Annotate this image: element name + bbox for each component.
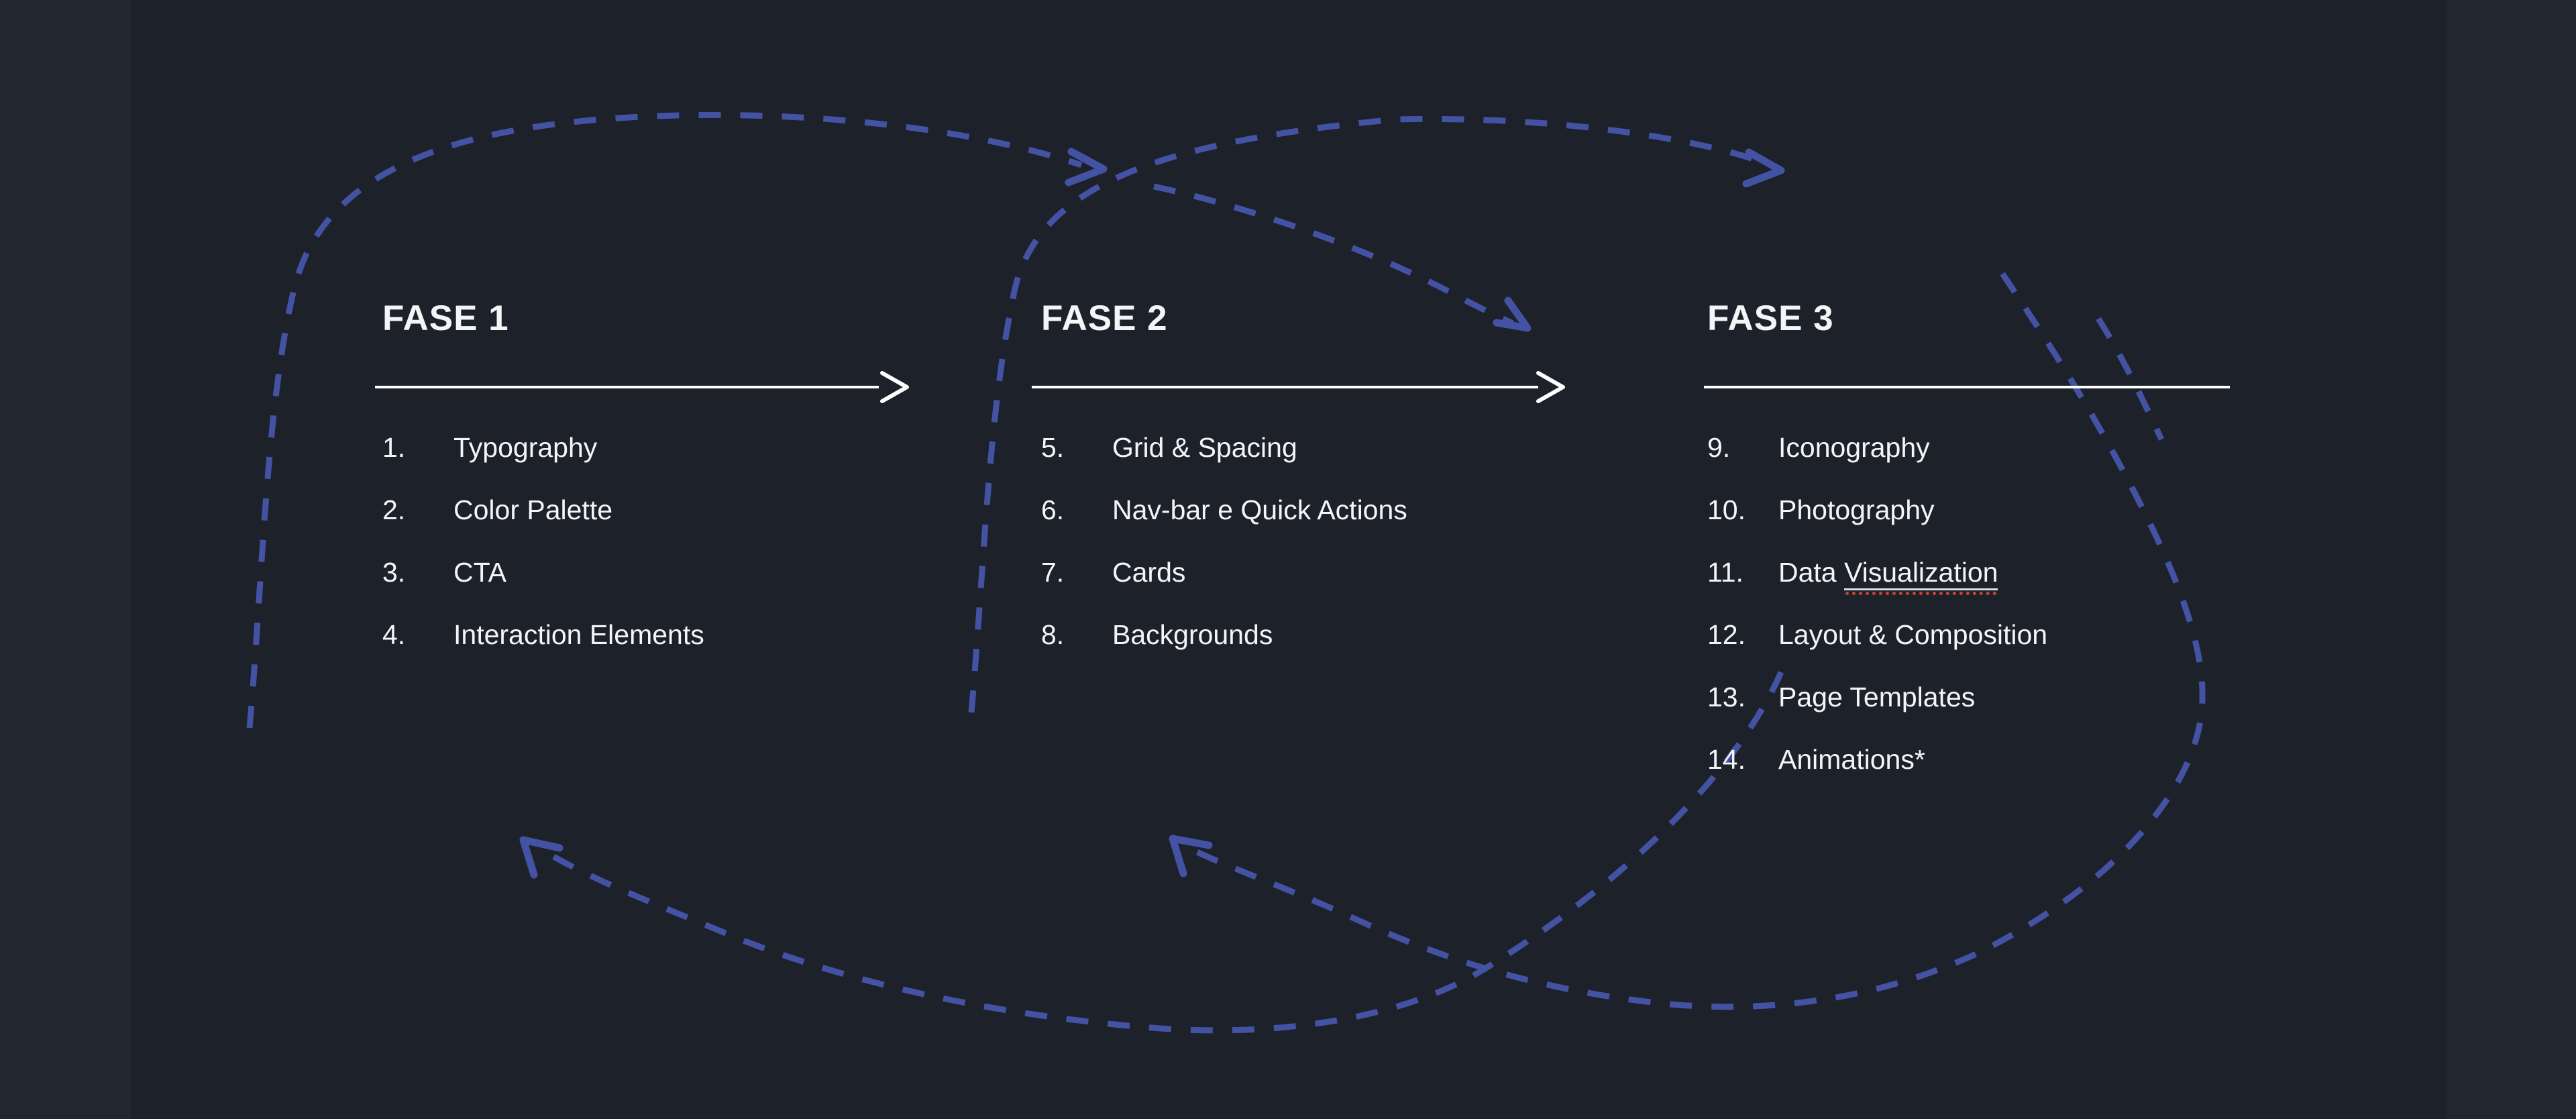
item-number: 14. (1707, 744, 1746, 775)
item-number: 11. (1707, 557, 1743, 588)
phase3-column: FASE 3 9. Iconography 10. Photography 11. Dat… (1707, 299, 2311, 774)
list-item: 14. Animations* (1707, 744, 2047, 775)
cycle2-return-arrowhead-icon (1169, 835, 1213, 877)
list-item: 3. CTA (382, 557, 704, 588)
cycle1-top-arrowhead-icon (1065, 148, 1108, 186)
phase1-list: 1. Typography 2. Color Palette 3. CTA 4. Intera… (382, 433, 704, 683)
list-item: 9. Iconography (1707, 432, 2047, 463)
item-number: 13. (1707, 682, 1746, 712)
item-text: Animations* (1778, 744, 1925, 775)
cycle1-top-arc (246, 111, 1083, 729)
spellcheck-underlined-word: Visualization (1844, 557, 1998, 590)
right-margin-strip (2446, 0, 2576, 1119)
phase2-column: FASE 2 5. Grid & Spacing 6. Nav-bar e Quick… (1041, 299, 1645, 649)
item-number: 8. (1041, 619, 1065, 650)
list-item: 8. Backgrounds (1041, 619, 1407, 650)
phase1-timeline-arrowhead-icon (880, 371, 909, 403)
item-number: 7. (1041, 557, 1065, 588)
item-number: 9. (1707, 432, 1731, 463)
item-text: CTA (453, 557, 506, 588)
item-number: 3. (382, 557, 406, 588)
cycle2-top-arc (968, 115, 1760, 713)
item-text: Typography (453, 432, 598, 463)
item-text: Data Visualization (1778, 557, 1998, 590)
list-item: 1. Typography (382, 432, 704, 463)
list-item: 6. Nav-bar e Quick Actions (1041, 494, 1407, 525)
item-number: 4. (382, 619, 406, 650)
item-number: 1. (382, 432, 406, 463)
cycle1-return-arrowhead-icon (519, 836, 564, 879)
item-number: 2. (382, 494, 406, 525)
item-text: Photography (1778, 494, 1935, 525)
item-text: Nav-bar e Quick Actions (1112, 494, 1407, 525)
cycle1-connector-arc (1153, 183, 1514, 327)
list-item: 13. Page Templates (1707, 682, 2047, 712)
cycle1-connector-arrowhead-icon (1493, 297, 1532, 332)
item-text: Color Palette (453, 494, 613, 525)
cycle1-return-arc (536, 671, 1784, 1034)
list-item: 4. Interaction Elements (382, 619, 704, 650)
phase1-column: FASE 1 1. Typography 2. Color Palette 3. CTA 4… (382, 299, 986, 649)
phase1-title: FASE 1 (382, 299, 509, 338)
phase3-list: 9. Iconography 10. Photography 11. Data Visua… (1707, 433, 2047, 808)
item-text: Interaction Elements (453, 619, 704, 650)
list-item: 10. Photography (1707, 494, 2047, 525)
list-item: 11. Data Visualization (1707, 557, 2047, 590)
item-text: Page Templates (1778, 682, 1976, 712)
item-number: 6. (1041, 494, 1065, 525)
cycle2-connector-stub-arc (2096, 317, 2165, 441)
item-text: Iconography (1778, 432, 1930, 463)
cycle2-top-arrowhead-icon (1742, 148, 1785, 188)
item-text: Grid & Spacing (1112, 432, 1297, 463)
item-number: 10. (1707, 494, 1746, 525)
item-number: 12. (1707, 619, 1746, 650)
list-item: 12. Layout & Composition (1707, 619, 2048, 650)
left-margin-strip (0, 0, 131, 1119)
phase2-title: FASE 2 (1041, 299, 1168, 338)
list-item: 5. Grid & Spacing (1041, 432, 1407, 463)
item-number: 5. (1041, 432, 1065, 463)
list-item: 2. Color Palette (382, 494, 704, 525)
list-item: 7. Cards (1041, 557, 1407, 588)
item-text: Cards (1112, 557, 1186, 588)
phase2-timeline-arrowhead-icon (1536, 371, 1565, 403)
item-text: Layout & Composition (1778, 619, 2048, 650)
phase3-title: FASE 3 (1707, 299, 1834, 338)
item-text: Backgrounds (1112, 619, 1273, 650)
phase2-list: 5. Grid & Spacing 6. Nav-bar e Quick Action… (1041, 433, 1407, 683)
